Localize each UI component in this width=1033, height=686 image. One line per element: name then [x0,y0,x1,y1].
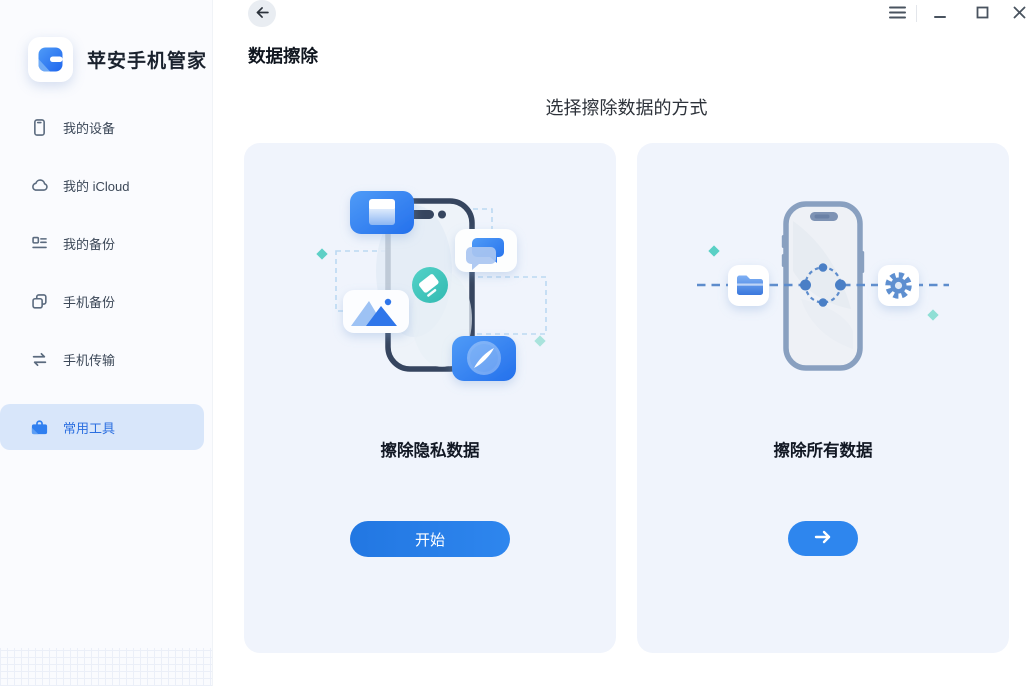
arrow-right-icon [814,530,832,547]
card-title: 擦除隐私数据 [380,442,480,460]
phone-transfer-icon [30,350,49,369]
page-title: 数据擦除 [248,46,318,66]
back-arrow-icon [254,5,271,23]
maximize-icon [976,6,989,22]
toolbox-icon [30,418,49,437]
sidebar-item-label: 常用工具 [63,420,116,436]
app-title: 苹安手机管家 [87,51,208,72]
hamburger-menu-button[interactable] [883,2,911,26]
app-brand: 苹安手机管家 [28,37,207,82]
sidebar-item-my-icloud[interactable]: 我的 iCloud [0,162,204,208]
erase-private-data-illustration [300,159,560,414]
start-button[interactable]: 开始 [350,521,510,557]
erase-private-data-card[interactable]: 擦除隐私数据 开始 [244,143,616,653]
card-title: 擦除所有数据 [773,442,873,460]
back-button[interactable] [248,0,276,27]
my-device-icon [30,118,49,137]
section-heading: 选择擦除数据的方式 [545,98,708,118]
sidebar-item-label: 我的设备 [63,120,116,136]
sidebar-item-label: 手机传输 [63,352,116,368]
erase-all-data-card[interactable]: 擦除所有数据 [637,143,1009,653]
sidebar-item-label: 我的备份 [63,236,116,252]
erase-all-data-illustration [693,159,953,414]
maximize-button[interactable] [968,2,996,26]
sidebar-item-phone-backup[interactable]: 手机备份 [0,278,204,324]
sidebar-item-my-backups[interactable]: 我的备份 [0,220,204,266]
sidebar-item-label: 我的 iCloud [63,178,130,194]
sidebar-item-my-device[interactable]: 我的设备 [0,104,204,150]
my-icloud-icon [30,176,49,195]
sidebar-item-phone-transfer[interactable]: 手机传输 [0,336,204,382]
hamburger-menu-icon [888,6,906,22]
titlebar-divider [916,5,917,22]
phone-backup-icon [30,292,49,311]
minimize-button[interactable] [926,2,954,26]
close-icon [1013,6,1026,22]
sidebar: 苹安手机管家 我的设备 我的 iCloud 我的备份 [0,0,213,686]
app-logo-icon [28,37,73,82]
sidebar-item-label: 手机备份 [63,294,116,310]
my-backups-icon [30,234,49,253]
go-button[interactable] [788,521,858,556]
close-button[interactable] [1005,2,1033,26]
minimize-icon [934,6,946,23]
sidebar-item-common-tools[interactable]: 常用工具 [0,404,204,450]
